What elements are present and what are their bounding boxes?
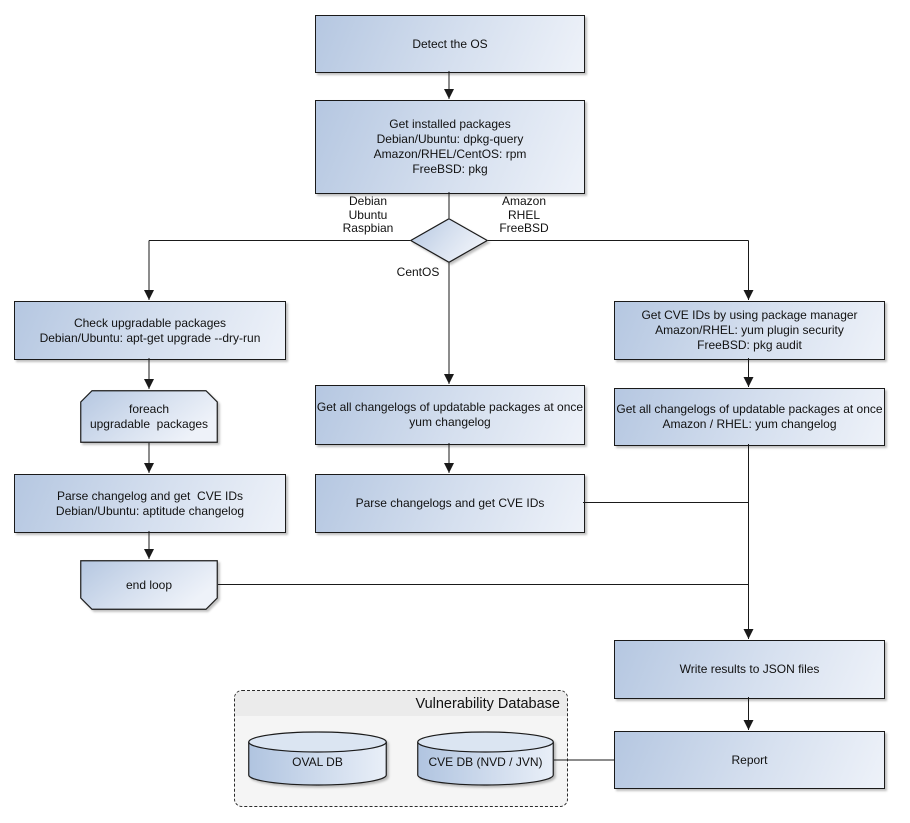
node-parse-changelog-debian-label: Parse changelog and get CVE IDs Debian/U… <box>55 488 245 518</box>
node-report-label: Report <box>731 752 768 767</box>
node-get-changelogs-amazon: Get all changelogs of updatable packages… <box>614 388 885 446</box>
node-detect-os-label: Detect the OS <box>412 36 488 51</box>
edge-label-amazon-branch: Amazon RHEL FreeBSD <box>499 194 549 235</box>
node-write-results-json: Write results to JSON files <box>614 640 885 699</box>
node-write-results-json-label: Write results to JSON files <box>679 662 820 676</box>
node-check-upgradable-packages: Check upgradable packages Debian/Ubuntu:… <box>14 301 286 360</box>
vulnerability-database-title: Vulnerability Database <box>415 695 560 712</box>
node-report: Report <box>614 731 885 789</box>
node-get-installed-packages-label: Get installed packages Debian/Ubuntu: dp… <box>373 117 527 176</box>
node-detect-os: Detect the OS <box>315 15 585 73</box>
edge-label-centos-branch: CentOS <box>396 265 440 279</box>
node-parse-changelog-debian: Parse changelog and get CVE IDs Debian/U… <box>14 474 286 533</box>
edge-label-debian-branch: Debian Ubuntu Raspbian <box>342 194 394 235</box>
node-get-changelogs-centos: Get all changelogs of updatable packages… <box>315 385 585 445</box>
node-get-installed-packages: Get installed packages Debian/Ubuntu: dp… <box>315 100 585 194</box>
node-get-cve-ids-package-manager: Get CVE IDs by using package manager Ama… <box>614 301 885 360</box>
node-get-changelogs-centos-label: Get all changelogs of updatable packages… <box>316 400 584 429</box>
node-parse-changelogs-centos: Parse changelogs and get CVE IDs <box>315 474 585 533</box>
node-get-cve-ids-package-manager-label: Get CVE IDs by using package manager Ama… <box>641 308 858 352</box>
node-get-changelogs-amazon-label: Get all changelogs of updatable packages… <box>616 402 883 431</box>
node-check-upgradable-packages-label: Check upgradable packages Debian/Ubuntu:… <box>39 315 261 345</box>
node-parse-changelogs-centos-label: Parse changelogs and get CVE IDs <box>355 496 545 510</box>
node-end-loop-shape <box>80 560 218 610</box>
node-foreach-loop-shape <box>80 390 218 443</box>
db-cylinder-cve-shape <box>417 731 554 786</box>
vulnerability-database-header: Vulnerability Database <box>235 691 567 716</box>
os-decision-diamond <box>409 218 489 263</box>
db-cylinder-oval-shape <box>248 731 387 786</box>
